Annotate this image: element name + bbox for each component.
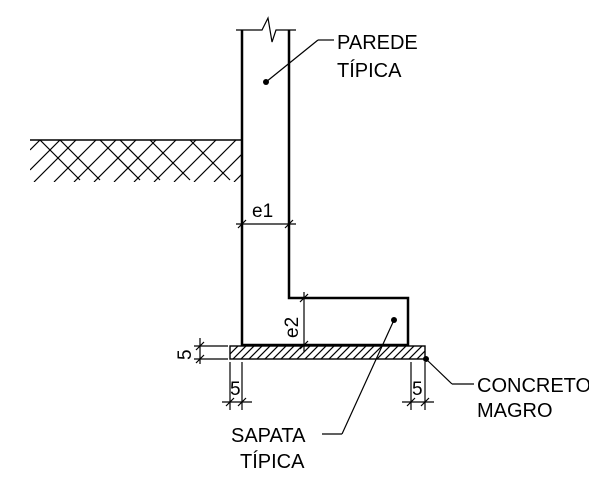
wall-thickness-label: e1 [252, 201, 273, 222]
footing-leader [322, 319, 395, 435]
footing-callout-line2: TÍPICA [240, 450, 305, 473]
right-offset-label: 5 [412, 379, 423, 400]
dimension-e2 [299, 292, 309, 352]
footing-leader-dot [391, 317, 397, 323]
dimension-left-offset [222, 362, 252, 410]
break-line [236, 16, 296, 43]
wall-callout-line1: PAREDE [337, 32, 418, 54]
left-offset-label: 5 [230, 379, 241, 400]
dimension-right-offset [402, 362, 434, 410]
lean-concrete-callout-line1: CONCRETO [477, 375, 589, 397]
dimension-e1 [236, 219, 296, 229]
lean-concrete-strip [229, 345, 426, 360]
footing-thickness-label: e2 [282, 317, 303, 338]
lean-thickness-label: 5 [175, 349, 196, 360]
soil-hatch [30, 139, 242, 182]
lean-concrete-callout-line2: MAGRO [477, 400, 553, 422]
wall-footing-outline [240, 30, 410, 347]
footing-callout-line1: SAPATA [231, 425, 306, 447]
dimension-lean-thickness [194, 338, 228, 364]
lean-concrete-leader-dot [423, 356, 429, 362]
wall-leader-dot [263, 79, 269, 85]
wall-leader [265, 39, 334, 83]
lean-concrete-leader [425, 358, 474, 385]
wall-callout-line2: TÍPICA [337, 59, 402, 82]
